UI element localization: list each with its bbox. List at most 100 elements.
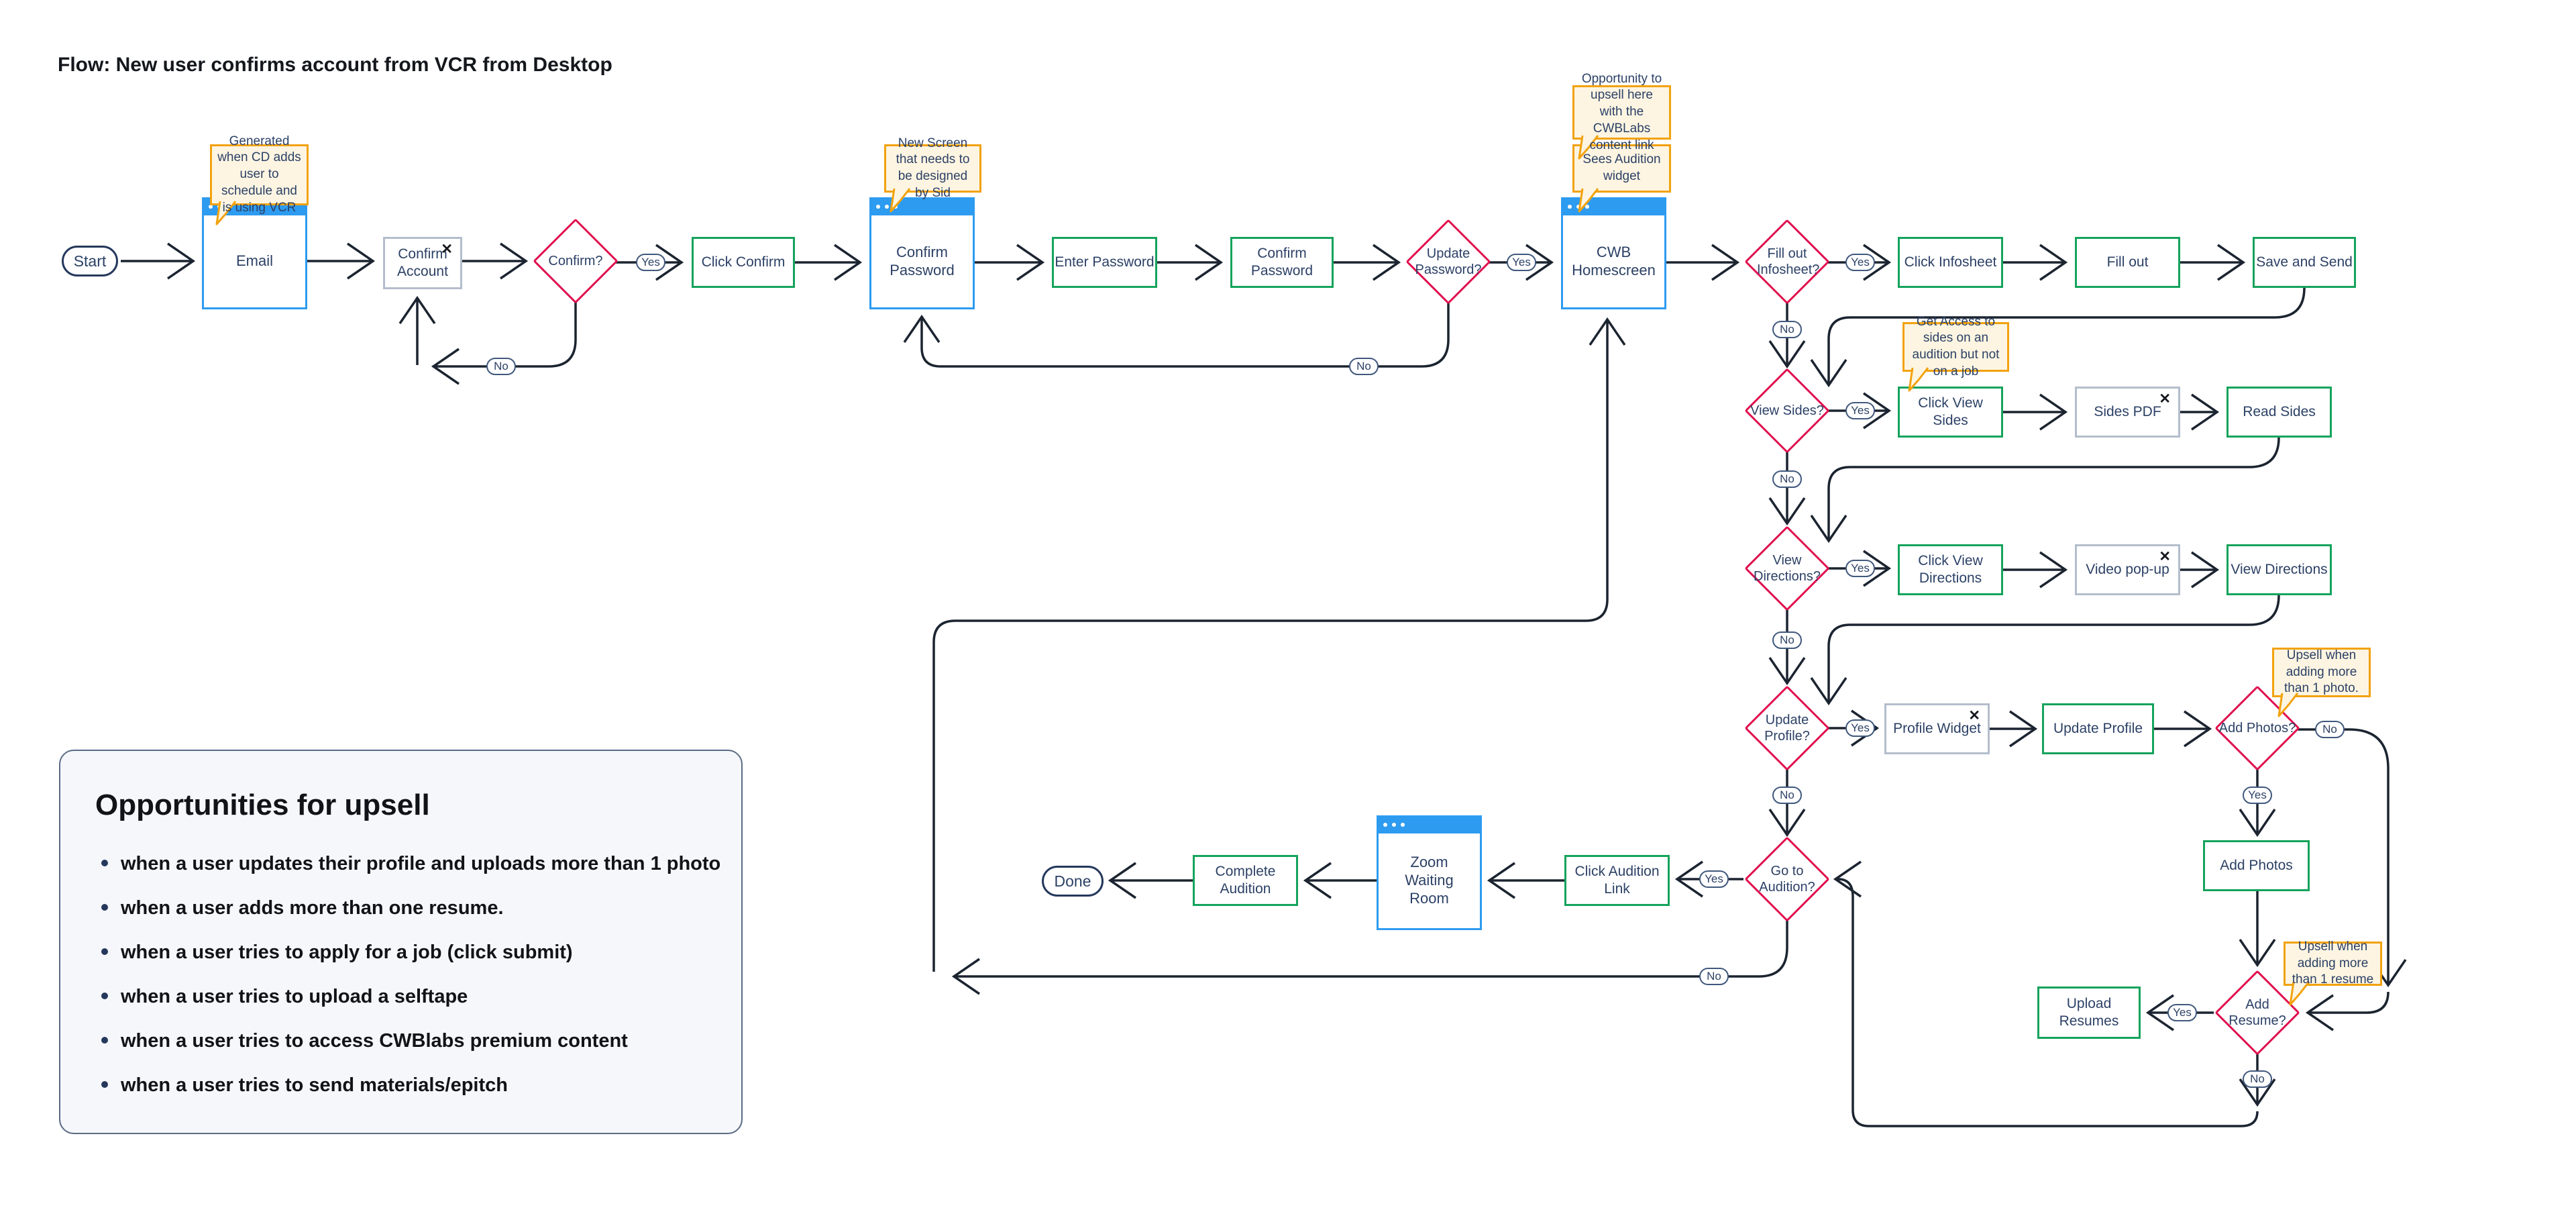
yes-pill-add-photos[interactable]: Yes <box>2243 787 2272 804</box>
fill-out-step-label: Fill out <box>2106 254 2149 270</box>
done-terminal[interactable]: Done <box>1042 866 1104 897</box>
click-infosheet-step[interactable]: Click Infosheet <box>1898 237 2003 288</box>
profile-widget-modal[interactable]: ✕Profile Widget <box>1884 703 1990 754</box>
window-dot-icon <box>209 204 213 209</box>
sticky-opportunity-cwblabs[interactable]: Opportunity to upsell here with the CWBL… <box>1572 72 1671 160</box>
click-view-directions-step-label: Click View Directions <box>1918 553 1983 586</box>
no-pill-update-profile[interactable]: No <box>1772 787 1802 804</box>
sticky-upsell-photo[interactable]: Upsell when adding more than 1 photo. <box>2272 648 2371 717</box>
video-popup-modal[interactable]: ✕Video pop-up <box>2075 544 2180 595</box>
sticky-generated-vcr[interactable]: Generated when CD adds user to schedule … <box>210 134 309 225</box>
yes-pill-add-resume[interactable]: Yes <box>2167 1004 2197 1021</box>
connector <box>951 917 1788 995</box>
read-sides-step-label: Read Sides <box>2243 404 2316 420</box>
go-to-audition-decision[interactable]: Go to Audition? <box>1744 836 1830 922</box>
yes-pill-view-directions-label: Yes <box>1851 561 1870 574</box>
close-icon[interactable]: ✕ <box>2159 549 2171 564</box>
yes-pill-fill-infosheet[interactable]: Yes <box>1845 254 1875 271</box>
sides-pdf-modal-label: Sides PDF <box>2094 404 2161 420</box>
add-resume-decision[interactable]: Add Resume? <box>2214 970 2300 1056</box>
sticky-tail-icon <box>1578 135 1599 160</box>
no-pill-view-sides-label: No <box>1780 472 1794 485</box>
upload-resumes-step[interactable]: Upload Resumes <box>2037 987 2141 1039</box>
sticky-get-access-sides[interactable]: Get Access to sides on an audition but n… <box>1902 315 2009 392</box>
click-confirm-step-label: Click Confirm <box>701 254 786 270</box>
start-terminal[interactable]: Start <box>62 246 118 276</box>
sticky-upsell-resume[interactable]: Upsell when adding more than 1 resume <box>2284 940 2382 1006</box>
window-dot-icon <box>1392 822 1396 827</box>
confirm-decision[interactable]: Confirm? <box>533 218 619 304</box>
update-password-decision[interactable]: Update Password? <box>1405 219 1491 305</box>
no-pill-add-photos-label: No <box>2322 722 2337 736</box>
no-pill-add-photos[interactable]: No <box>2315 721 2345 738</box>
zoom-waiting-room-window-label: Zoom Waiting Room <box>1405 854 1454 907</box>
window-titlebar <box>869 197 975 215</box>
yes-pill-update-profile-label: Yes <box>1851 721 1870 734</box>
yes-pill-go-audition-label: Yes <box>1705 872 1723 885</box>
no-pill-confirm-label: No <box>494 359 508 372</box>
read-sides-step[interactable]: Read Sides <box>2226 387 2332 438</box>
confirm-account-modal[interactable]: ✕Confirm Account <box>383 237 462 289</box>
upsell-bullet: when a user tries to access CWBlabs prem… <box>95 1030 741 1052</box>
no-pill-confirm[interactable]: No <box>486 358 516 375</box>
update-profile-step[interactable]: Update Profile <box>2042 703 2154 754</box>
window-dot-icon <box>885 204 889 209</box>
no-pill-update-password[interactable]: No <box>1349 358 1379 375</box>
yes-pill-update-password[interactable]: Yes <box>1507 254 1536 271</box>
yes-pill-update-profile[interactable]: Yes <box>1845 719 1875 737</box>
yes-pill-view-directions[interactable]: Yes <box>1845 560 1875 577</box>
view-sides-decision-label: View Sides? <box>1750 403 1824 418</box>
view-directions-decision[interactable]: View Directions? <box>1744 525 1830 611</box>
sticky-sees-audition-widget[interactable]: Sees Audition widget <box>1572 144 1671 213</box>
save-and-send-step[interactable]: Save and Send <box>2253 237 2356 288</box>
enter-password-step[interactable]: Enter Password <box>1052 237 1157 288</box>
complete-audition-step-label: Complete Audition <box>1215 864 1276 897</box>
sides-pdf-modal[interactable]: ✕Sides PDF <box>2075 387 2180 438</box>
close-icon[interactable]: ✕ <box>1968 708 1980 723</box>
confirm-account-modal-label: Confirm Account <box>397 246 448 279</box>
no-pill-view-sides[interactable]: No <box>1772 470 1802 488</box>
click-view-sides-step[interactable]: Click View Sides <box>1898 387 2003 438</box>
fill-out-step[interactable]: Fill out <box>2075 237 2180 288</box>
no-pill-add-resume[interactable]: No <box>2243 1070 2272 1088</box>
view-directions-step-label: View Directions <box>2231 562 2328 578</box>
confirm-password-step[interactable]: Confirm Password <box>1230 237 1334 288</box>
add-photos-step[interactable]: Add Photos <box>2203 840 2310 891</box>
yes-pill-confirm[interactable]: Yes <box>636 254 665 271</box>
sticky-new-screen-sid[interactable]: New Screen that needs to be designed by … <box>884 136 981 213</box>
yes-pill-confirm-label: Yes <box>641 255 660 268</box>
sticky-tail-icon <box>890 188 911 213</box>
confirm-password-window[interactable]: Confirm Password <box>869 197 975 309</box>
complete-audition-step[interactable]: Complete Audition <box>1193 855 1298 906</box>
upsell-panel-title: Opportunities for upsell <box>95 789 430 821</box>
close-icon[interactable]: ✕ <box>441 242 453 257</box>
fill-out-infosheet-decision[interactable]: Fill out Infosheet? <box>1744 219 1830 305</box>
save-and-send-step-label: Save and Send <box>2256 254 2353 270</box>
confirm-password-window-label: Confirm Password <box>890 243 955 279</box>
yes-pill-go-audition[interactable]: Yes <box>1699 870 1729 888</box>
close-icon[interactable]: ✕ <box>2159 391 2171 407</box>
cwb-homescreen-window-label: CWB Homescreen <box>1572 243 1656 279</box>
connector <box>1810 595 2280 706</box>
no-pill-go-audition[interactable]: No <box>1699 968 1729 985</box>
yes-pill-view-sides[interactable]: Yes <box>1845 402 1875 419</box>
connector <box>431 299 577 385</box>
no-pill-update-password-label: No <box>1356 359 1371 372</box>
click-confirm-step[interactable]: Click Confirm <box>692 237 795 288</box>
upsell-panel[interactable]: Opportunities for upsell when a user upd… <box>59 750 743 1134</box>
view-sides-decision[interactable]: View Sides? <box>1744 368 1830 454</box>
upload-resumes-step-label: Upload Resumes <box>2059 996 2119 1029</box>
connector <box>2298 728 2407 988</box>
no-pill-fill-infosheet[interactable]: No <box>1772 321 1802 338</box>
add-photos-decision[interactable]: Add Photos? <box>2214 685 2300 771</box>
no-pill-view-directions[interactable]: No <box>1772 631 1802 649</box>
update-profile-decision[interactable]: Update Profile? <box>1744 685 1830 771</box>
cwb-homescreen-window[interactable]: CWB Homescreen <box>1561 197 1666 309</box>
click-view-directions-step[interactable]: Click View Directions <box>1898 544 2003 595</box>
view-directions-step[interactable]: View Directions <box>2226 544 2332 595</box>
upsell-bullet: when a user updates their profile and up… <box>95 853 741 875</box>
zoom-waiting-room-window[interactable]: Zoom Waiting Room <box>1377 815 1482 930</box>
click-audition-link-step[interactable]: Click Audition Link <box>1564 855 1670 906</box>
page-title[interactable]: Flow: New user confirms account from VCR… <box>58 54 612 76</box>
